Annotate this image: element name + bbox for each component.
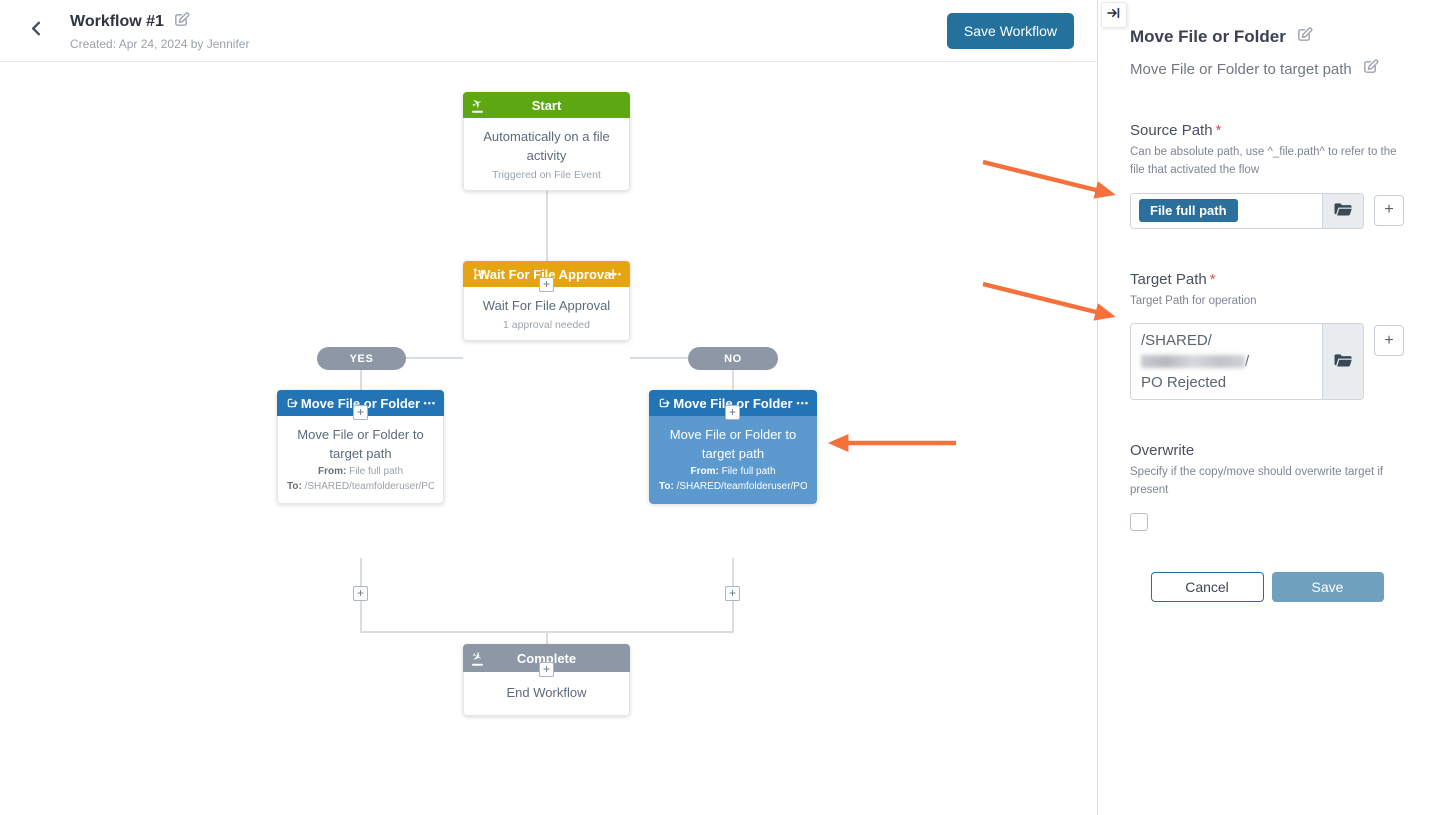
edit-description-icon[interactable] [1362,58,1379,80]
plane-arrival-icon: ✈ [469,648,486,666]
folder-icon [1333,352,1353,372]
arrow-to-bar-icon [1106,5,1122,26]
topbar: Workflow #1 Created: Apr 24, 2024 by Jen… [0,0,1097,62]
edit-title-icon[interactable] [173,11,190,33]
connector-yes [406,357,463,359]
add-target-path-button[interactable]: + [1374,325,1404,357]
chevron-left-icon [27,19,46,43]
node-title: Wait For File Approval [478,266,615,282]
workflow-canvas: + + + + + + YES NO ✈ Start [0,62,1097,815]
node-from: From: File full path [690,465,776,477]
node-subtext: Triggered on File Event [492,168,601,181]
connector-start-wait [546,183,548,323]
node-to: To: /SHARED/teamfolderuser/PO R... [659,480,807,492]
node-description: Move File or Folder to target path [669,427,797,461]
save-button[interactable]: Save [1271,572,1384,603]
node-description: Automatically on a file activity [483,129,610,163]
save-workflow-button[interactable]: Save Workflow [946,12,1074,49]
add-step-button[interactable]: + [725,586,740,601]
node-menu-dots[interactable]: ••• [609,269,622,279]
move-out-of-square-icon [286,397,299,410]
add-step-button[interactable]: + [539,662,554,677]
source-path-label: Source Path* [1130,122,1222,139]
branch-icon [472,268,485,281]
panel-title: Move File or Folder [1130,27,1286,46]
node-from: From: File full path [317,465,404,477]
node-wait-for-approval[interactable]: Wait For File Approval ••• Wait For File… [463,261,630,341]
properties-panel: Move File or Folder Move File or Folder … [1097,0,1434,815]
overwrite-field: Overwrite Specify if the copy/move shoul… [1130,442,1404,536]
required-mark: * [1209,270,1216,288]
source-path-description: Can be absolute path, use ^_file.path^ t… [1130,146,1397,176]
node-title: Start [531,97,562,113]
edit-name-icon[interactable] [1296,26,1313,48]
target-path-description: Target Path for operation [1130,294,1257,307]
node-subtext: 1 approval needed [503,318,590,331]
plane-departure-icon: ✈ [469,95,486,113]
browse-folder-button[interactable] [1322,324,1363,400]
node-description: Wait For File Approval [482,298,611,313]
folder-icon [1333,201,1353,221]
connector-no [630,357,688,359]
branch-yes-label: YES [317,347,406,370]
page-title: Workflow #1 [70,12,164,30]
node-description: Move File or Folder to target path [297,427,424,461]
source-path-input[interactable]: File full path [1131,193,1322,228]
add-step-button[interactable]: + [353,586,368,601]
source-path-field: Source Path* Can be absolute path, use ^… [1130,122,1404,229]
node-description: End Workflow [506,685,587,700]
title-block: Workflow #1 Created: Apr 24, 2024 by Jen… [70,11,249,51]
panel-collapse-button[interactable] [1101,2,1127,28]
left-column: Workflow #1 Created: Apr 24, 2024 by Jen… [0,0,1097,815]
target-path-input[interactable]: /SHARED// PO Rejected [1131,324,1322,400]
node-title: Complete [516,650,577,666]
file-full-path-chip[interactable]: File full path [1139,199,1238,223]
browse-folder-button[interactable] [1322,193,1363,228]
cancel-button[interactable]: Cancel [1150,572,1264,603]
node-title: Move File or Folder [673,395,793,411]
target-path-label: Target Path* [1130,270,1216,288]
created-info: Created: Apr 24, 2024 by Jennifer [70,36,250,51]
node-menu-dots[interactable]: ••• [796,398,809,408]
add-step-button[interactable]: + [725,405,740,420]
overwrite-label: Overwrite [1130,442,1195,460]
branch-no-label: NO [688,347,778,370]
overwrite-checkbox[interactable] [1130,513,1148,532]
back-button[interactable] [22,17,50,45]
overwrite-description: Specify if the copy/move should overwrit… [1130,466,1384,497]
node-start[interactable]: ✈ Start Automatically on a file activity… [463,92,630,191]
add-source-path-button[interactable]: + [1374,194,1404,226]
add-step-button[interactable]: + [539,277,554,292]
required-mark: * [1215,122,1222,139]
panel-subtitle: Move File or Folder to target path [1130,60,1352,78]
add-step-button[interactable]: + [353,405,368,420]
node-menu-dots[interactable]: ••• [423,398,436,408]
node-title: Move File or Folder [300,395,421,411]
target-path-field: Target Path* Target Path for operation /… [1130,271,1404,401]
node-complete[interactable]: ✈ Complete End Workflow [463,644,630,716]
node-to: To: /SHARED/teamfolderuser/PO A... [287,480,434,492]
move-out-of-square-icon [658,397,671,410]
redacted-path-segment [1141,355,1245,369]
